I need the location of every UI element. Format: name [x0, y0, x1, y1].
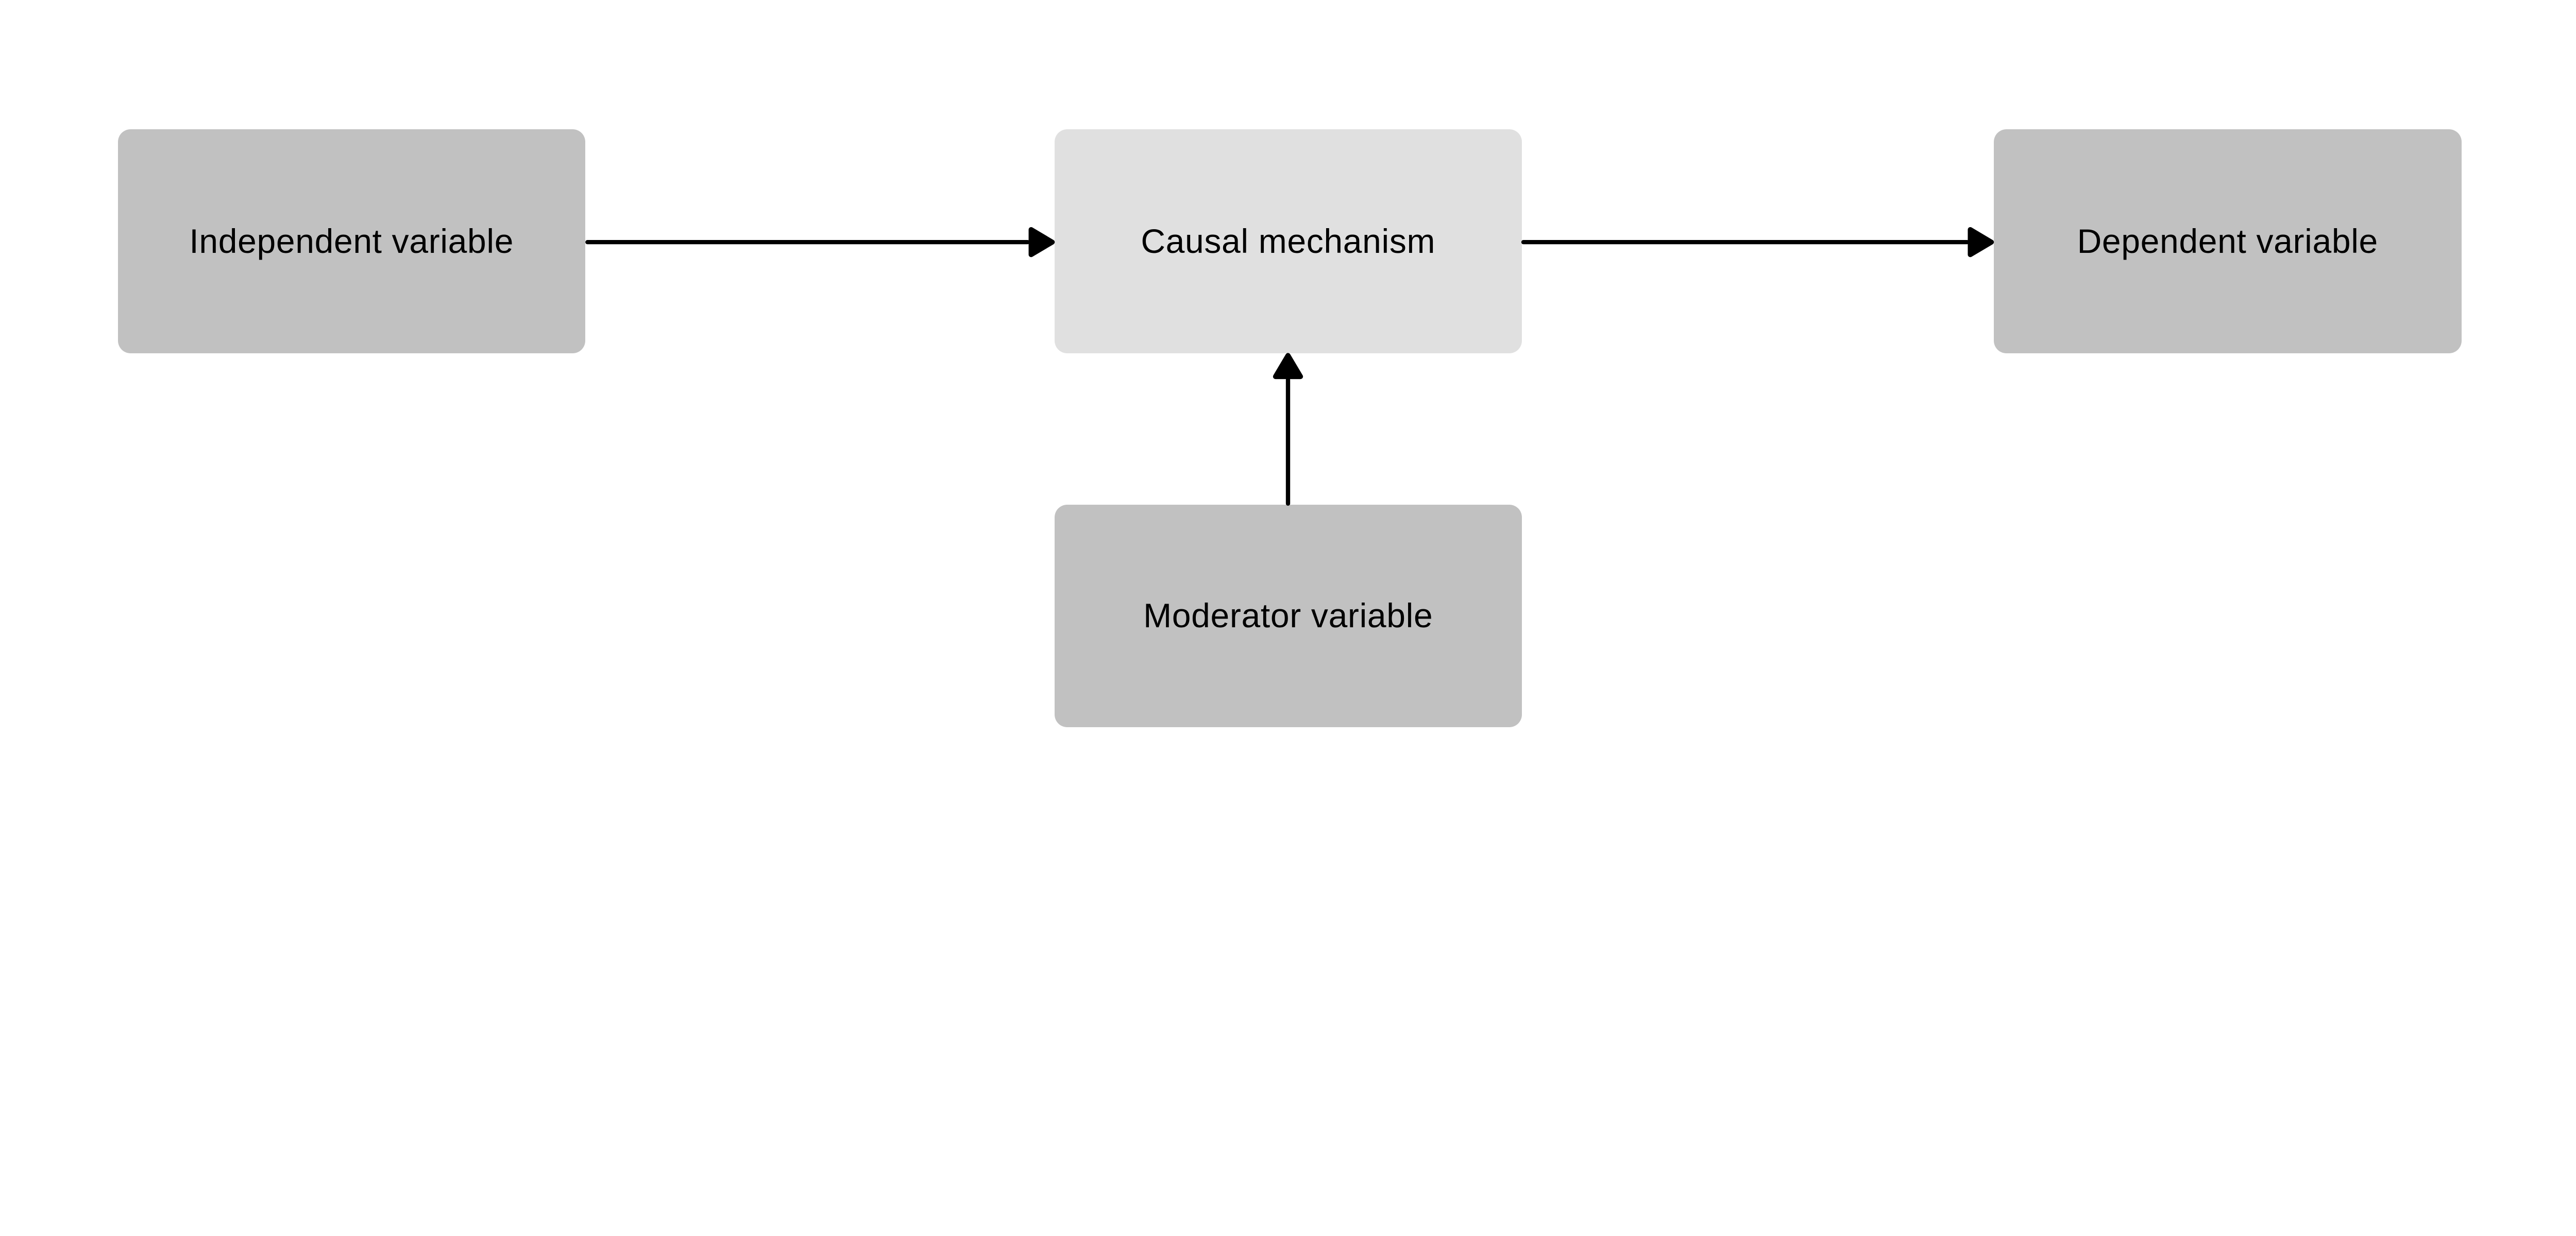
arrow-causal-to-dependent: [1521, 227, 1994, 258]
arrow-independent-to-causal: [585, 227, 1055, 258]
node-causal-mechanism-label: Causal mechanism: [1141, 222, 1436, 261]
node-dependent-variable: Dependent variable: [1994, 129, 2462, 353]
node-independent-variable: Independent variable: [117, 129, 585, 353]
arrow-moderator-to-causal: [1273, 353, 1303, 506]
node-independent-variable-label: Independent variable: [189, 222, 514, 261]
node-moderator-variable-label: Moderator variable: [1143, 596, 1433, 635]
node-dependent-variable-label: Dependent variable: [2077, 222, 2378, 261]
node-moderator-variable: Moderator variable: [1054, 504, 1522, 727]
diagram-canvas: Independent variable Causal mechanism De…: [117, 129, 2462, 727]
edges-layer: [585, 227, 1994, 506]
node-causal-mechanism: Causal mechanism: [1054, 129, 1522, 353]
